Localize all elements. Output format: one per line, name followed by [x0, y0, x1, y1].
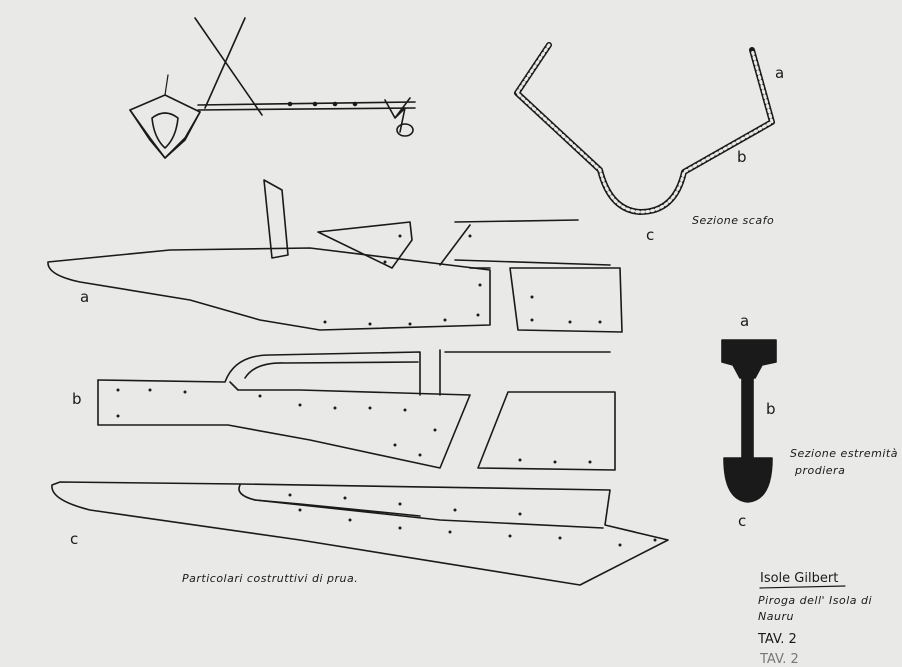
bow-part-b	[97, 349, 616, 471]
hull-section-label-b: b	[737, 148, 747, 166]
bow-part-a	[47, 179, 623, 333]
bow-end-caption-line1: Sezione estremità	[790, 447, 898, 460]
bow-part-label-a: a	[80, 288, 90, 306]
hull-section-label-a: a	[775, 64, 785, 82]
canoe-outrigger-sketch	[129, 17, 416, 159]
hull-section-caption: Sezione scafo	[692, 214, 775, 227]
title-block-title: Isole Gilbert	[760, 571, 839, 586]
bow-part-label-c: c	[70, 530, 79, 548]
title-block-plate: TAV. 2	[758, 632, 797, 647]
title-block-plate-ghost: TAV. 2	[760, 652, 799, 667]
bow-end-label-b: b	[766, 400, 776, 418]
main-caption: Particolari costruttivi di prua.	[182, 572, 359, 585]
title-block-line1: Piroga dell' Isola di	[758, 594, 873, 607]
hull-section-label-c: c	[646, 226, 655, 244]
bow-part-label-b: b	[72, 390, 82, 408]
bow-end-caption-line2: prodiera	[795, 464, 846, 477]
hull-section-drawing	[514, 42, 775, 215]
bow-part-c	[51, 481, 669, 586]
bow-end-label-c: c	[738, 512, 747, 530]
title-block-line2: Nauru	[758, 610, 794, 623]
bow-end-section-drawing	[721, 339, 777, 503]
bow-end-label-a: a	[740, 312, 750, 330]
